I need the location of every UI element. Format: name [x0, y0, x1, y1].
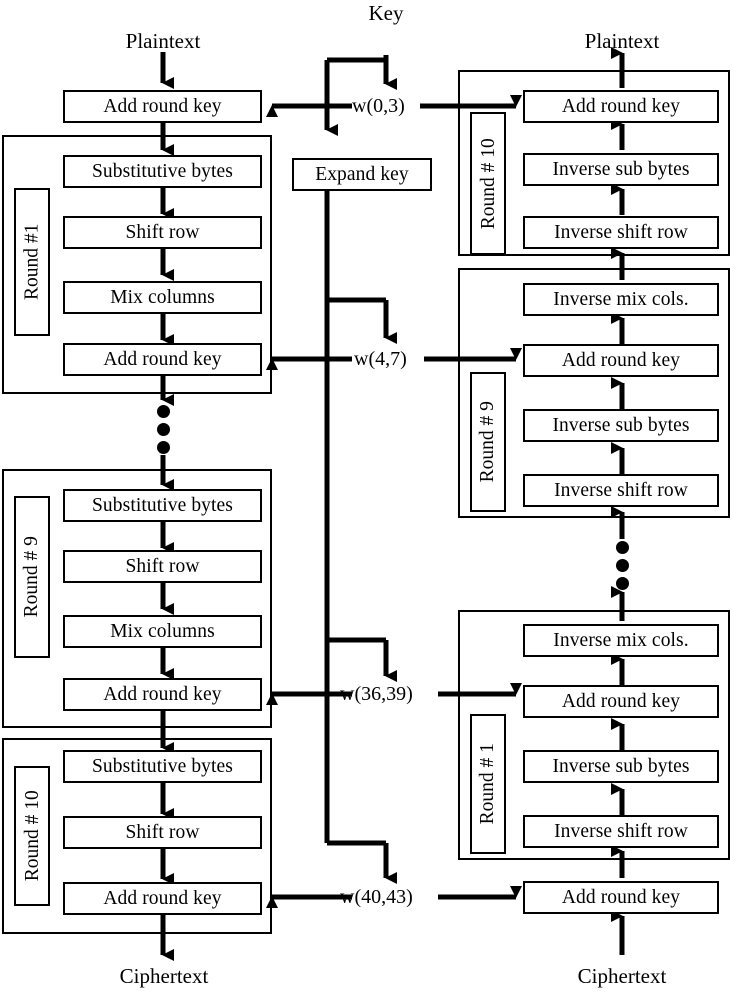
- key-word-40-43-label: w(40,43): [340, 886, 413, 908]
- encrypt-round-10-frame: [2, 738, 272, 934]
- decrypt-round-1-inverse-sub-bytes[interactable]: Inverse sub bytes: [523, 750, 719, 783]
- decrypt-round-10-inverse-shift-row[interactable]: Inverse shift row: [523, 216, 719, 249]
- decrypt-ellipsis-dot-2: [616, 559, 629, 572]
- decrypt-round-10-label: Round # 10: [470, 112, 506, 255]
- encrypt-round-1-frame: [2, 135, 272, 394]
- decrypt-round-1-label-text: Round # 1: [477, 743, 499, 825]
- decrypt-round-10-frame: [458, 70, 730, 256]
- encrypt-round-1-substitutive-bytes[interactable]: Substitutive bytes: [63, 155, 262, 188]
- decrypt-round-9-inverse-mix-cols[interactable]: Inverse mix cols.: [523, 283, 719, 316]
- encrypt-round-1-mix-columns[interactable]: Mix columns: [63, 281, 262, 314]
- decrypt-round-9-frame: [458, 268, 730, 518]
- encrypt-round-1-label-text: Round #1: [21, 223, 43, 301]
- decrypt-round-9-inverse-shift-row[interactable]: Inverse shift row: [523, 474, 719, 507]
- decrypt-round-10-label-text: Round # 10: [477, 137, 499, 230]
- decrypt-round-1-add-round-key[interactable]: Add round key: [523, 685, 719, 718]
- decrypt-ellipsis-dot-1: [616, 541, 629, 554]
- decrypt-round-1-inverse-mix-cols[interactable]: Inverse mix cols.: [523, 624, 719, 657]
- caption-plaintext-input: Plaintext: [125, 29, 201, 53]
- encrypt-ellipsis-dot-1: [157, 405, 170, 418]
- caption-plaintext-output: Plaintext: [584, 29, 660, 53]
- encrypt-round-9-frame: [2, 469, 272, 728]
- encrypt-round-10-add-round-key[interactable]: Add round key: [63, 882, 262, 915]
- encrypt-round-10-label: Round # 10: [14, 766, 50, 906]
- key-word-4-7-label: w(4,7): [354, 348, 407, 370]
- encrypt-round-1-label: Round #1: [14, 188, 50, 336]
- decrypt-round-9-inverse-sub-bytes[interactable]: Inverse sub bytes: [523, 409, 719, 442]
- decrypt-round-10-inverse-sub-bytes[interactable]: Inverse sub bytes: [523, 153, 719, 186]
- encrypt-round-9-add-round-key[interactable]: Add round key: [63, 678, 262, 711]
- decrypt-round-10-add-round-key[interactable]: Add round key: [523, 90, 719, 123]
- encrypt-round-9-label-text: Round # 9: [21, 536, 43, 618]
- expand-key-box[interactable]: Expand key: [292, 158, 432, 191]
- encrypt-round-9-label: Round # 9: [14, 496, 50, 658]
- encrypt-round-9-mix-columns[interactable]: Mix columns: [63, 615, 262, 648]
- key-word-0-3-label: w(0,3): [352, 95, 405, 117]
- encrypt-round-10-substitutive-bytes[interactable]: Substitutive bytes: [63, 750, 262, 783]
- encrypt-round-9-substitutive-bytes[interactable]: Substitutive bytes: [63, 489, 262, 522]
- decrypt-final-add-round-key[interactable]: Add round key: [523, 881, 719, 914]
- decrypt-round-1-inverse-shift-row[interactable]: Inverse shift row: [523, 815, 719, 848]
- decrypt-round-9-add-round-key[interactable]: Add round key: [523, 344, 719, 377]
- encrypt-round-10-label-text: Round # 10: [21, 790, 43, 882]
- encrypt-ellipsis-dot-3: [157, 441, 170, 454]
- encrypt-ellipsis-dot-2: [157, 423, 170, 436]
- encrypt-round-9-shift-row[interactable]: Shift row: [63, 550, 262, 583]
- encrypt-round-1-shift-row[interactable]: Shift row: [63, 216, 262, 249]
- encrypt-round-1-add-round-key[interactable]: Add round key: [63, 343, 262, 376]
- decrypt-round-9-label: Round # 9: [470, 372, 506, 512]
- encrypt-round-10-shift-row[interactable]: Shift row: [63, 816, 262, 849]
- encrypt-initial-add-round-key[interactable]: Add round key: [63, 90, 262, 123]
- caption-ciphertext-output: Ciphertext: [119, 964, 209, 988]
- caption-key: Key: [368, 1, 404, 25]
- decrypt-ellipsis-dot-3: [616, 577, 629, 590]
- decrypt-round-1-label: Round # 1: [470, 714, 506, 854]
- key-word-36-39-label: w(36,39): [340, 683, 413, 705]
- decrypt-round-1-frame: [458, 610, 730, 860]
- caption-ciphertext-input: Ciphertext: [577, 964, 667, 988]
- decrypt-round-9-label-text: Round # 9: [477, 401, 499, 483]
